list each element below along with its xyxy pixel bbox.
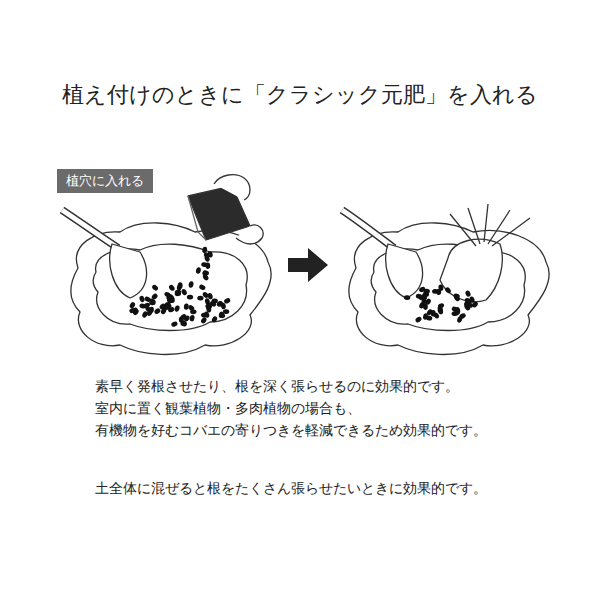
hand	[214, 175, 250, 200]
granule	[202, 270, 209, 275]
granule	[464, 297, 472, 304]
trowel-handle-inner	[342, 210, 394, 248]
granule	[180, 320, 188, 327]
granule	[187, 304, 195, 312]
description-text: 素早く発根させたり、根を深く張らせるのに効果的です。	[95, 378, 459, 396]
trowel-handle	[62, 210, 118, 248]
bag-edge	[188, 196, 206, 240]
soil-outline	[349, 223, 549, 355]
granule	[455, 307, 461, 314]
granule	[139, 295, 146, 303]
granule	[437, 307, 444, 315]
granule	[187, 294, 194, 299]
granule	[129, 301, 136, 309]
granule	[426, 315, 433, 321]
step-arrow	[288, 248, 328, 282]
granule	[423, 289, 430, 294]
granule	[201, 262, 208, 268]
granule	[206, 306, 211, 313]
description-text: 有機物を好むコバエの寄りつきを軽減できるため効果的です。	[95, 422, 487, 440]
root-ball	[440, 239, 502, 302]
granule	[151, 293, 159, 301]
granule	[149, 300, 156, 305]
granule	[465, 290, 472, 298]
granule	[146, 309, 154, 317]
granule	[198, 284, 206, 291]
granule	[197, 295, 204, 300]
title: 植え付けのときに「クラシック元肥」を入れる	[62, 80, 538, 110]
granule	[179, 313, 187, 321]
granule	[195, 267, 201, 274]
description-text: 室内に置く観葉植物・多肉植物の場合も、	[95, 400, 361, 418]
granule	[132, 308, 140, 316]
trowel-handle	[342, 210, 394, 248]
granule	[438, 284, 444, 291]
granule	[188, 281, 194, 288]
granule	[404, 295, 411, 300]
granule	[211, 315, 218, 323]
granule	[211, 298, 218, 303]
granule	[431, 310, 436, 317]
granule	[174, 289, 181, 295]
granule	[471, 301, 479, 309]
granule	[151, 284, 159, 292]
granule	[218, 311, 226, 319]
trowel-blade	[386, 244, 423, 298]
hole-outline	[93, 244, 247, 330]
granule	[184, 303, 189, 310]
granule	[170, 321, 178, 328]
granule	[181, 288, 188, 296]
granule	[189, 315, 195, 322]
trowel-handle-inner	[62, 210, 118, 248]
granule	[456, 316, 463, 324]
granule	[202, 246, 208, 253]
granule	[444, 286, 452, 294]
granule	[178, 282, 183, 288]
granule	[160, 307, 167, 315]
granule	[415, 293, 422, 299]
granule	[453, 294, 461, 302]
granule	[437, 302, 445, 309]
trowel-blade	[110, 244, 147, 298]
step-tag: 植穴に入れる	[57, 169, 153, 193]
fertilizer-granules	[129, 246, 479, 327]
description-text: 土全体に混ぜると根をたくさん張らせたいときに効果的です。	[95, 480, 487, 498]
plant-leaves	[450, 204, 530, 246]
granule	[420, 293, 428, 301]
tag-text: 植穴に入れる	[66, 172, 144, 190]
granule	[174, 305, 181, 313]
soil-outline	[71, 223, 271, 355]
granule	[207, 292, 213, 299]
granule	[167, 293, 175, 301]
granule	[415, 316, 423, 324]
granule	[168, 284, 176, 292]
hand-lower	[236, 225, 263, 244]
granule	[204, 255, 211, 263]
